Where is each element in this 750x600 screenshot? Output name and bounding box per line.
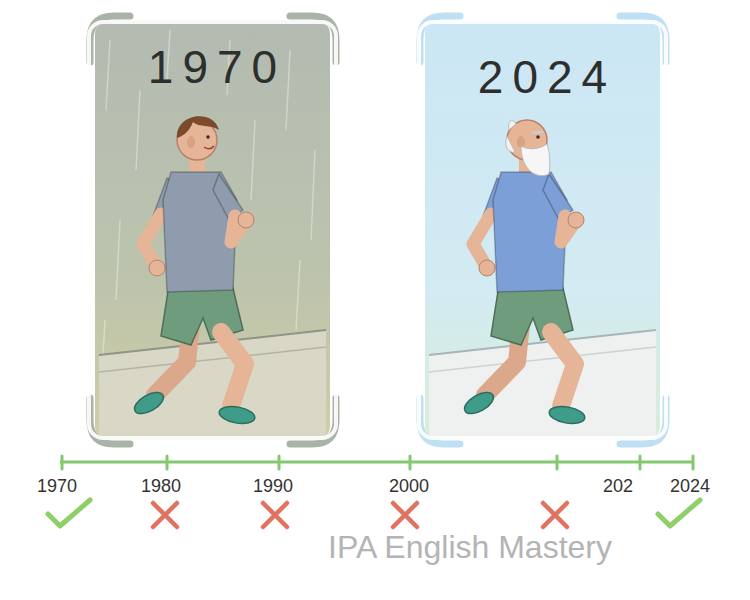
year-label: 2024 <box>670 476 710 497</box>
year-label: 2000 <box>389 476 429 497</box>
watermark: IPA English Mastery <box>328 529 612 566</box>
year-label: 1980 <box>141 476 181 497</box>
year-card: 2024 <box>417 20 668 440</box>
year-label: 1990 <box>253 476 293 497</box>
year-label: 1970 <box>37 476 77 497</box>
year-card: 1970 <box>87 20 338 440</box>
year-heading: 2024 <box>421 52 664 103</box>
year-label: 202 <box>603 476 633 497</box>
year-heading: 1970 <box>91 42 334 93</box>
